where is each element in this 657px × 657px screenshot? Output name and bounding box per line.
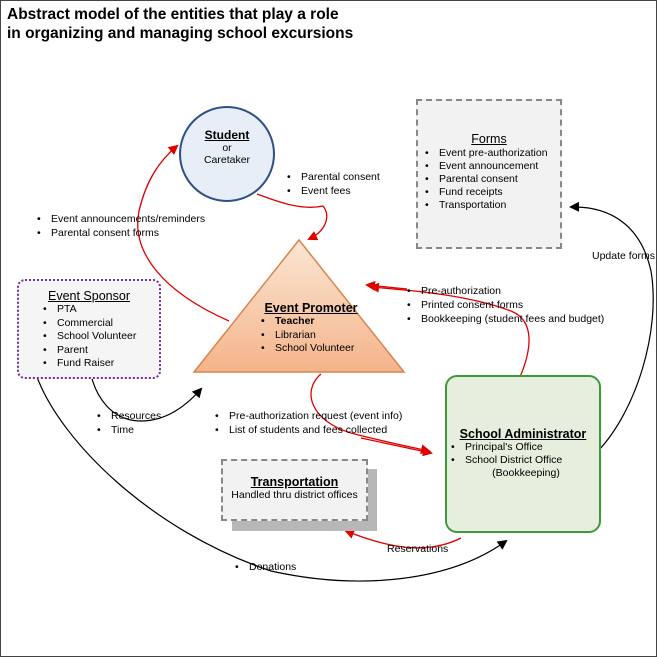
- label-promoter-to-admin: Pre-authorization request (event info) L…: [213, 409, 402, 437]
- label-admin-to-promoter: Pre-authorization Printed consent forms …: [405, 284, 604, 326]
- edge-label-item: Time: [95, 423, 161, 437]
- school-administrator-title: School Administrator: [459, 427, 587, 441]
- event-promoter-item: School Volunteer: [259, 342, 381, 356]
- label-sponsor-to-admin: Donations: [233, 560, 296, 574]
- event-sponsor-node: Event Sponsor PTA Commercial School Volu…: [17, 279, 161, 379]
- student-node: Student or Caretaker: [179, 106, 275, 202]
- forms-item: Fund receipts: [423, 186, 560, 199]
- forms-item: Event announcement: [423, 160, 560, 173]
- edge-label-item: Printed consent forms: [405, 298, 604, 312]
- title-line-2: in organizing and managing school excurs…: [7, 25, 354, 42]
- edge-label-item: Pre-authorization: [405, 284, 604, 298]
- event-promoter-item: Teacher: [259, 315, 381, 329]
- arrow-admin-to-transport: [344, 529, 462, 549]
- student-or: or: [222, 142, 232, 154]
- transportation-subtitle: Handled thru district offices: [231, 489, 358, 501]
- school-administrator-list: Principal's Office School District Offic…: [449, 441, 599, 467]
- edge-label-item: Event fees: [285, 184, 380, 198]
- edge-label-item: Parental consent forms: [35, 226, 205, 240]
- title-line-1: Abstract model of the entities that play…: [7, 6, 339, 23]
- arrow-promoter-to-admin-head: [360, 437, 433, 457]
- forms-item: Event pre-authorization: [423, 147, 560, 160]
- label-promoter-to-student: Event announcements/reminders Parental c…: [35, 212, 205, 240]
- arrow-student-to-promoter: [256, 193, 328, 241]
- edge-label-item: Resources: [95, 409, 161, 423]
- student-caretaker: Caretaker: [203, 154, 251, 166]
- edge-label-item: Pre-authorization request (event info): [213, 409, 402, 423]
- transportation-title: Transportation: [250, 475, 339, 489]
- event-sponsor-item: School Volunteer: [41, 330, 159, 344]
- event-sponsor-list: PTA Commercial School Volunteer Parent F…: [41, 303, 159, 371]
- event-sponsor-title: Event Sponsor: [48, 289, 130, 303]
- diagram-title: Abstract model of the entities that play…: [7, 5, 427, 43]
- edge-label-item: List of students and fees collected: [213, 423, 402, 437]
- event-promoter-list: Teacher Librarian School Volunteer: [259, 315, 381, 356]
- label-sponsor-to-promoter: Resources Time: [95, 409, 161, 437]
- school-administrator-item-cont: (Bookkeeping): [492, 467, 560, 479]
- forms-title: Forms: [471, 132, 507, 146]
- label-admin-to-transport: Reservations: [387, 543, 449, 555]
- arrow-admin-to-forms: [569, 201, 654, 452]
- event-promoter-node: Event Promoter Teacher Librarian School …: [241, 301, 381, 356]
- forms-node: Forms Event pre-authorization Event anno…: [416, 99, 562, 249]
- edge-label-item: Parental consent: [285, 170, 380, 184]
- event-sponsor-item: PTA: [41, 303, 159, 317]
- event-sponsor-item: Parent: [41, 344, 159, 358]
- event-sponsor-item: Commercial: [41, 317, 159, 331]
- forms-item: Transportation: [423, 199, 560, 212]
- arrow-admin-to-promoter-head: [365, 280, 408, 291]
- student-title: Student: [204, 128, 250, 142]
- edge-label-item: Donations: [233, 560, 296, 574]
- event-promoter-title: Event Promoter: [264, 301, 358, 315]
- label-admin-to-forms: Update forms: [592, 250, 656, 262]
- event-sponsor-item: Fund Raiser: [41, 357, 159, 371]
- forms-list: Event pre-authorization Event announceme…: [423, 147, 560, 212]
- event-promoter-item: Librarian: [259, 329, 381, 343]
- forms-item: Parental consent: [423, 173, 560, 186]
- edge-label-item: Event announcements/reminders: [35, 212, 205, 226]
- school-administrator-item: Principal's Office: [449, 441, 599, 454]
- edge-label-item: Bookkeeping (student fees and budget): [405, 312, 604, 326]
- school-administrator-node: School Administrator Principal's Office …: [445, 375, 601, 533]
- school-administrator-item: School District Office: [449, 454, 599, 467]
- label-student-to-promoter: Parental consent Event fees: [285, 170, 380, 198]
- transportation-node: Transportation Handled thru district off…: [221, 459, 368, 521]
